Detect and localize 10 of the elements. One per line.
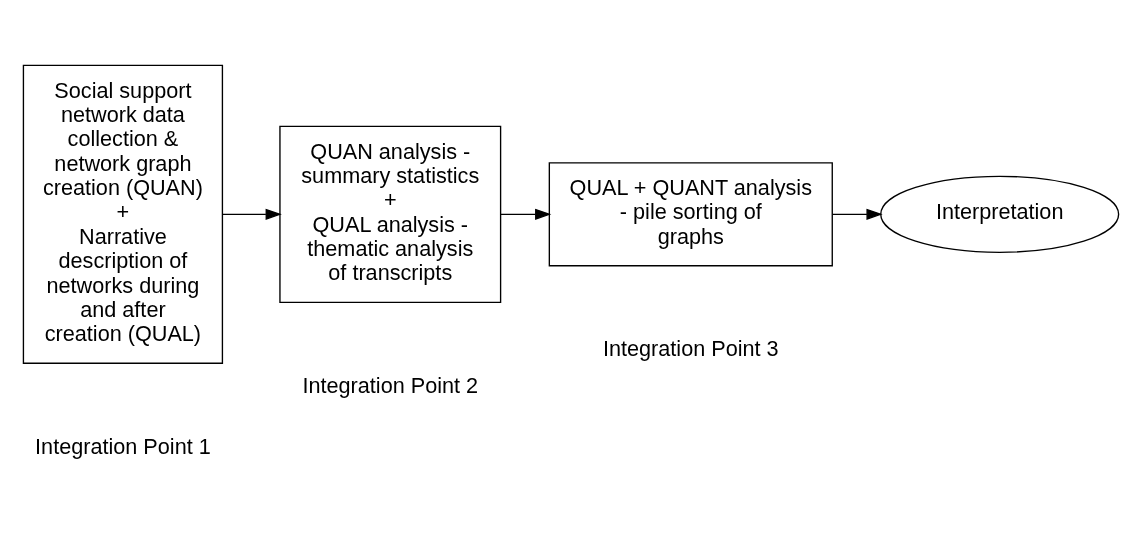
node-ellipse: Interpretation (880, 175, 1120, 253)
arrow (500, 208, 552, 220)
arrow (221, 208, 282, 220)
node-box: QUAN analysis - summary statistics + QUAL analysis - thematic analysis of transcripts (279, 125, 502, 303)
node-label: Integration Point 3 (602, 335, 779, 361)
arrow (832, 208, 883, 220)
node-label: Integration Point 1 (35, 433, 211, 459)
node-box: QUAL + QUANT analysis - pile sorting of graphs (548, 161, 833, 266)
node-box: Social support network data collection & network graph creation (QUAN) + Narrative description of networks during and after creation (QUAL) (22, 64, 224, 364)
node-label: Integration Point 2 (302, 372, 479, 398)
